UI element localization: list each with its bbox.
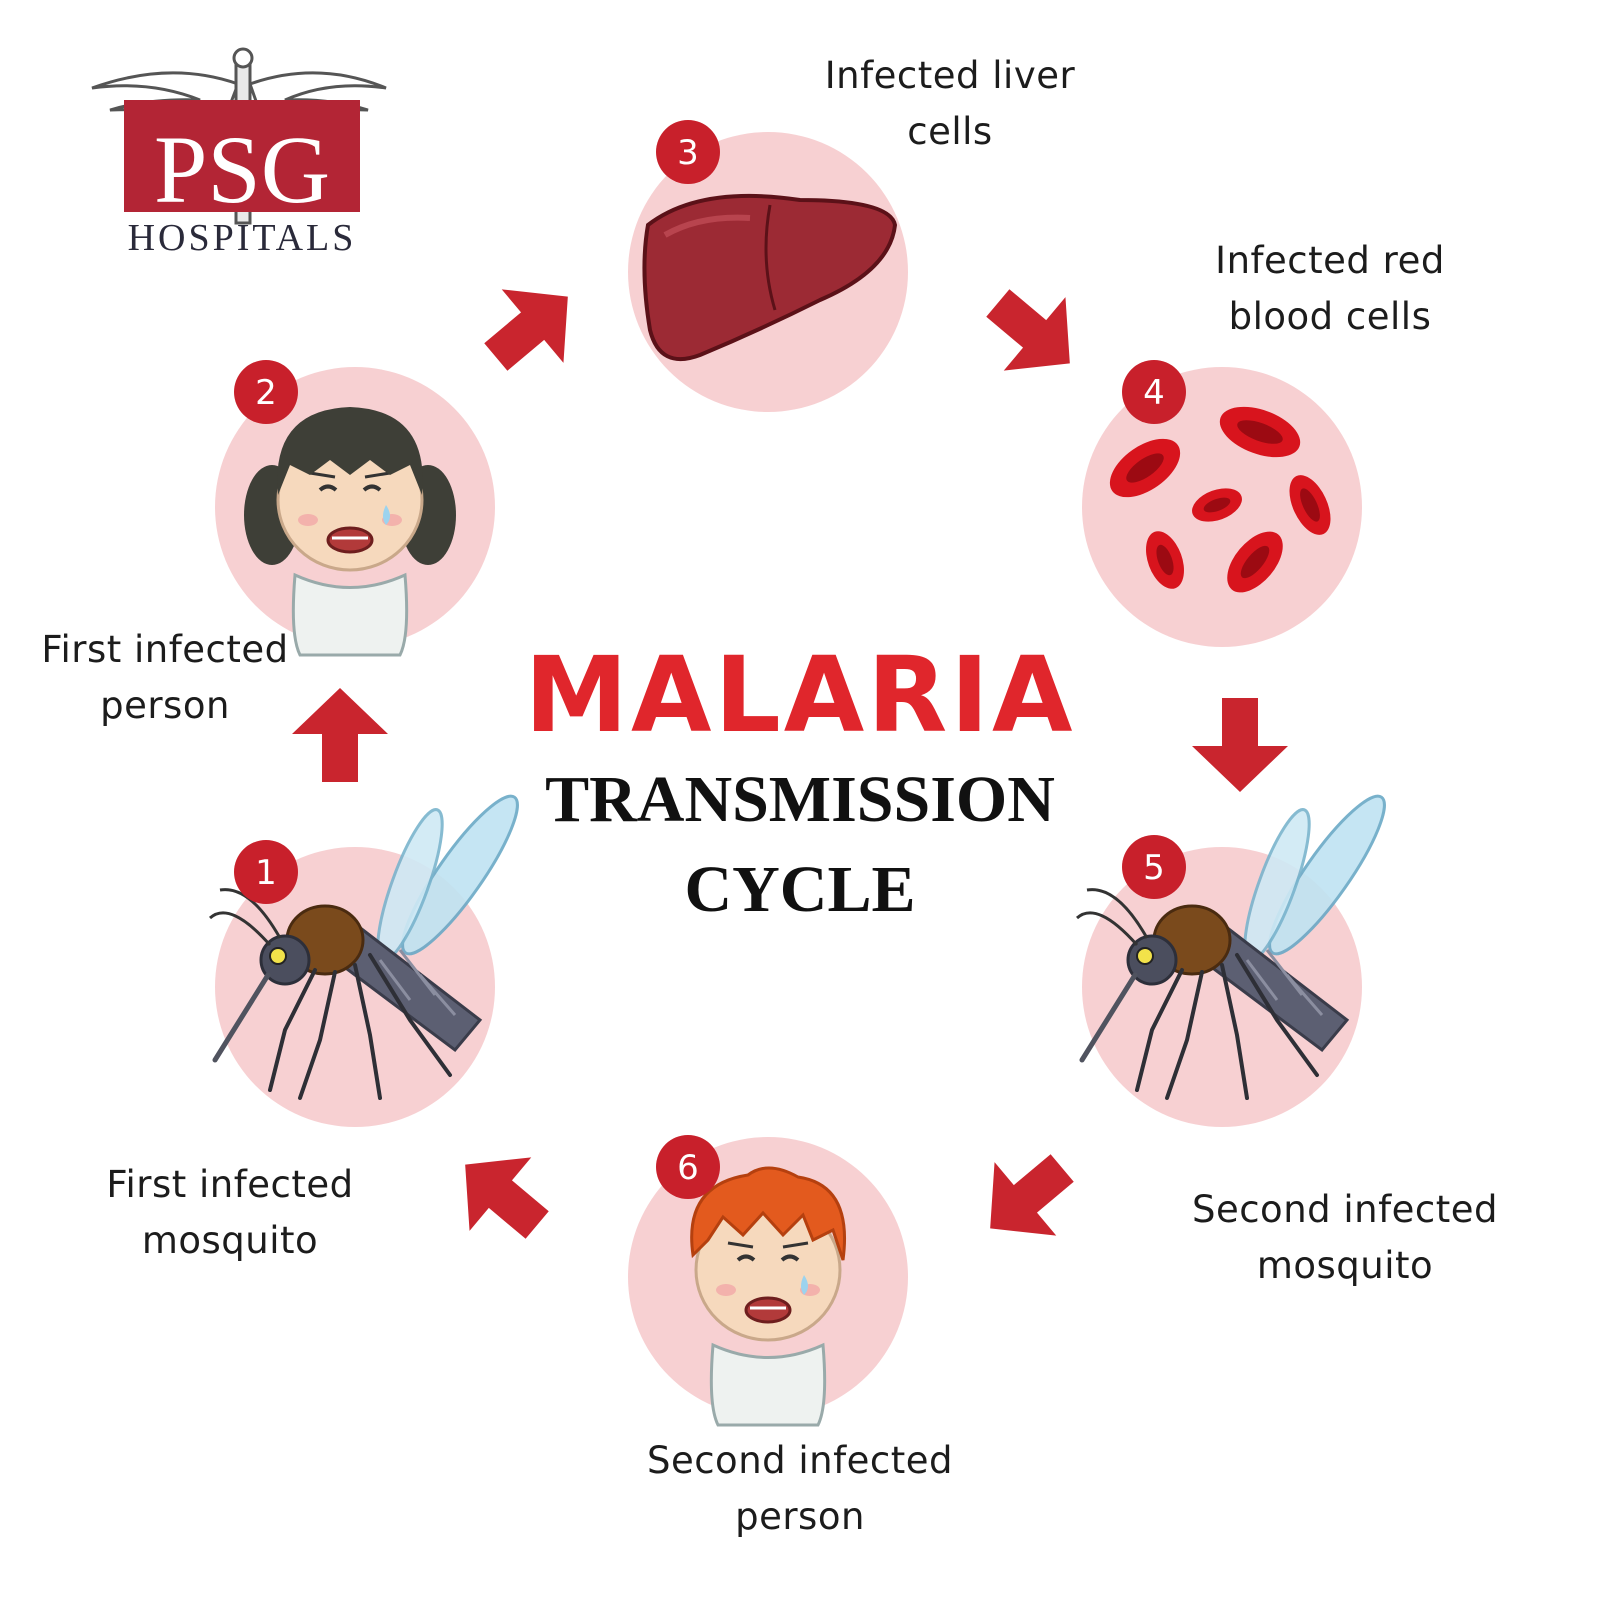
step-5-badge — [1122, 835, 1186, 899]
step-5-mosquito: 5 — [1077, 785, 1400, 1127]
step-3-number: 3 — [677, 133, 699, 173]
step-3-label-line1: Infected liver — [824, 54, 1076, 97]
logo-subtitle: HOSPITALS — [128, 217, 357, 259]
step-1-label-line1: First infected — [106, 1163, 354, 1206]
psg-hospitals-logo: PSG HOSPITALS — [91, 47, 387, 259]
step-2-number: 2 — [255, 373, 277, 413]
step-4-badge — [1122, 360, 1186, 424]
step-6-badge — [656, 1135, 720, 1199]
step-5-label: Second infected mosquito — [1175, 1182, 1515, 1294]
title-transmission: TRANSMISSION — [545, 763, 1055, 836]
step-6-label-line1: Second infected — [646, 1439, 954, 1482]
red-blood-cells-icon — [1109, 406, 1331, 593]
step-4-number: 4 — [1143, 373, 1165, 413]
step-2-badge — [234, 360, 298, 424]
step-1-badge — [234, 840, 298, 904]
step-6-label-line2: person — [735, 1495, 865, 1538]
step-4-blood-cells: 4 — [1082, 360, 1362, 647]
girl-icon — [244, 407, 456, 657]
step-6-label: Second infected person — [630, 1433, 970, 1545]
step-6-boy: 6 — [628, 1135, 908, 1427]
step-3-liver: 3 — [628, 120, 908, 412]
step-4-label-line1: Infected red — [1215, 239, 1445, 282]
step-5-number: 5 — [1143, 848, 1165, 888]
arrow-5-to-6 — [959, 1131, 1094, 1266]
liver-icon — [642, 193, 898, 361]
step-6-number: 6 — [677, 1148, 699, 1188]
logo-brand-letters: PSG — [154, 116, 330, 223]
step-1-mosquito: 1 — [210, 785, 533, 1127]
title-cycle: CYCLE — [684, 853, 916, 926]
step-5-label-line1: Second infected — [1191, 1188, 1499, 1231]
arrow-3-to-4 — [966, 266, 1101, 401]
title-malaria: MALARIA — [524, 634, 1076, 756]
step-4-label: Infected red blood cells — [1190, 233, 1470, 345]
step-2-label-line2: person — [100, 684, 230, 727]
step-3-badge — [656, 120, 720, 184]
step-2-label-line1: First infected — [41, 628, 289, 671]
arrow-6-to-1 — [434, 1127, 569, 1262]
step-4-label-line2: blood cells — [1228, 295, 1432, 338]
step-3-label: Infected liver cells — [800, 48, 1100, 160]
boy-icon — [690, 1166, 846, 1427]
step-5-label-line2: mosquito — [1256, 1244, 1434, 1287]
step-2-label: First infected person — [20, 622, 310, 734]
step-1-label: First infected mosquito — [85, 1157, 375, 1269]
step-2-girl: 2 — [215, 360, 495, 657]
logo-red-panel — [124, 100, 360, 212]
arrow-2-to-3 — [464, 259, 599, 394]
step-1-number: 1 — [255, 853, 277, 893]
step-3-label-line2: cells — [907, 110, 993, 153]
step-1-label-line2: mosquito — [141, 1219, 319, 1262]
